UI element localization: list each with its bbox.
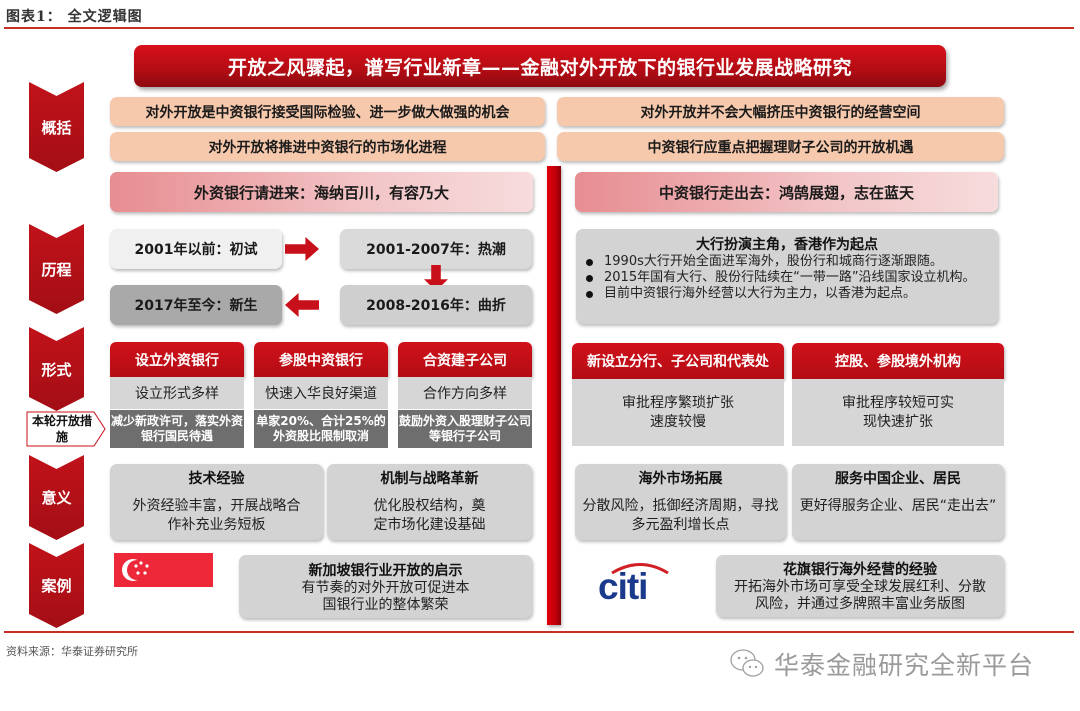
significance-body: 外资经验丰富，开展战略合作补充业务短板 — [132, 498, 301, 533]
source-note: 资料来源：华泰证券研究所 — [6, 645, 138, 658]
right-history-title: 大行扮演主角，香港作为起点 — [696, 237, 878, 253]
summary-item: 对外开放并不会大幅挤压中资银行的经营空间 — [557, 97, 1004, 126]
flag-red-band — [114, 553, 213, 587]
significance-title: 技术经验 — [188, 471, 245, 487]
right-significance-card: 海外市场拓展 分散风险，抵御经济周期，寻找多元盈利增长点 — [575, 464, 786, 540]
history-stage-3: 2008-2016年：曲折 — [340, 285, 532, 325]
singapore-flag-image — [114, 553, 213, 623]
right-case-card: 花旗银行海外经营的经验 开拓海外市场可享受全球发展红利、分散风险，并通过多牌照丰… — [716, 555, 1004, 617]
measures-tag: 本轮开放措施 — [26, 411, 106, 447]
citi-arc-icon — [611, 563, 669, 574]
right-form-title: 新设立分行、子公司和代表处 — [572, 343, 784, 379]
top-divider — [4, 27, 1074, 29]
significance-card: 技术经验 外资经验丰富，开展战略合作补充业务短板 — [110, 464, 323, 540]
figure-title: 图表1： 全文逻辑图 — [6, 9, 143, 25]
right-form-title: 控股、参股境外机构 — [792, 343, 1004, 379]
summary-item: 中资银行应重点把握理财子公司的开放机遇 — [557, 132, 1004, 161]
form-desc: 合作方向多样 — [398, 377, 532, 409]
right-form-desc: 审批程序较短可实现快速扩张 — [792, 379, 1004, 446]
case-body: 有节奏的对外开放可促进本国银行业的整体繁荣 — [301, 579, 470, 613]
form-title: 设立外资银行 — [110, 342, 244, 377]
right-history-card: 大行扮演主角，香港作为起点 1990s大行开始全面进军海外，股份行和城商行逐渐跟… — [576, 229, 998, 324]
history-stage-2: 2001-2007年：热潮 — [340, 229, 532, 269]
significance-body: 优化股权结构，奠定市场化建设基础 — [373, 498, 486, 533]
left-header-foreign-banks-in: 外资银行请进来：海纳百川，有容乃大 — [110, 172, 533, 212]
section-chevron-case: 案例 — [29, 543, 84, 628]
arrow-right-icon — [285, 237, 319, 261]
case-title: 新加坡银行业开放的启示 — [308, 562, 463, 579]
section-chevron-form: 形式 — [29, 327, 84, 411]
arrow-left-icon — [285, 293, 319, 317]
significance-card: 机制与战略革新 优化股权结构，奠定市场化建设基础 — [327, 464, 532, 540]
section-chevron-history: 历程 — [29, 224, 84, 314]
center-divider — [547, 166, 561, 625]
section-chevron-summary: 概括 — [29, 82, 84, 172]
citi-logo: citi — [598, 560, 678, 610]
form-measure: 减少新政许可，落实外资银行国民待遇 — [110, 410, 244, 448]
form-title: 参股中资银行 — [254, 342, 388, 377]
history-stage-4: 2017年至今：新生 — [110, 285, 282, 325]
summary-item: 对外开放是中资银行接受国际检验、进一步做大做强的机会 — [110, 97, 545, 126]
significance-title: 机制与战略革新 — [380, 471, 479, 487]
right-form-desc: 审批程序繁琐扩张速度较慢 — [572, 379, 784, 446]
wechat-icon — [730, 649, 764, 677]
significance-title: 海外市场拓展 — [638, 471, 723, 487]
form-desc: 设立形式多样 — [110, 377, 244, 409]
case-body: 开拓海外市场可享受全球发展红利、分散风险，并通过多牌照丰富业务版图 — [734, 579, 986, 612]
measures-tag-label: 本轮开放措施 — [31, 414, 92, 444]
form-title: 合资建子公司 — [398, 342, 532, 377]
form-desc: 快速入华良好渠道 — [254, 377, 388, 409]
main-title-banner: 开放之风骤起，谱写行业新章——金融对外开放下的银行业发展战略研究 — [134, 45, 946, 87]
case-card: 新加坡银行业开放的启示 有节奏的对外开放可促进本国银行业的整体繁荣 — [239, 555, 532, 618]
significance-body: 分散风险，抵御经济周期，寻找多元盈利增长点 — [582, 498, 779, 533]
bottom-divider — [4, 631, 1074, 633]
case-title: 花旗银行海外经营的经验 — [783, 562, 937, 578]
right-significance-card: 服务中国企业、居民 更好得服务企业、居民“走出去” — [792, 464, 1004, 540]
form-measure: 鼓励外资入股理财子公司等银行子公司 — [398, 410, 532, 448]
right-header-chinese-banks-out: 中资银行走出去：鸿鹄展翅，志在蓝天 — [575, 172, 998, 212]
section-chevron-significance: 意义 — [29, 455, 84, 540]
crescent-stars-icon — [122, 559, 149, 581]
history-stage-1: 2001年以前：初试 — [110, 229, 282, 269]
form-measure: 单家20%、合计25%的外资股比限制取消 — [254, 410, 388, 448]
bullet-item: 2015年国有大行、股份行陆续在“一带一路”沿线国家设立机构。 — [576, 270, 986, 286]
right-history-bullets: 1990s大行开始全面进军海外，股份行和城商行逐渐跟随。 2015年国有大行、股… — [576, 254, 998, 302]
bullet-item: 1990s大行开始全面进军海外，股份行和城商行逐渐跟随。 — [576, 254, 986, 270]
watermark: 华泰金融研究全新平台 — [728, 646, 1034, 682]
citi-wordmark: citi — [598, 566, 648, 607]
tag-arrow-outline-icon — [26, 411, 106, 447]
summary-item: 对外开放将推进中资银行的市场化进程 — [110, 132, 545, 161]
significance-title: 服务中国企业、居民 — [835, 471, 961, 487]
watermark-text: 华泰金融研究全新平台 — [774, 651, 1035, 680]
significance-body: 更好得服务企业、居民“走出去” — [799, 498, 997, 514]
bullet-item: 目前中资银行海外经营以大行为主力，以香港为起点。 — [576, 286, 986, 302]
